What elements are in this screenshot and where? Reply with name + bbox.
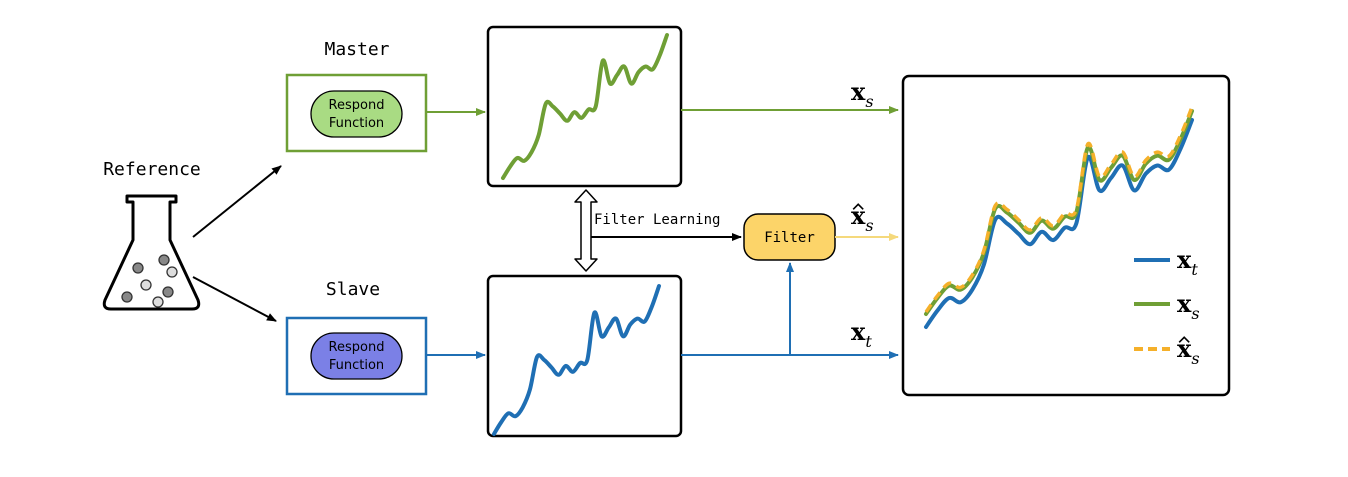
master-label: Master	[324, 39, 389, 60]
slave-fn-line2: Function	[329, 358, 384, 373]
legend-label: xs	[1177, 289, 1200, 323]
xs-signal-label: xs	[851, 77, 874, 111]
comparison-xt-curve	[924, 118, 1194, 329]
xs-hat-signal-label: xs	[851, 201, 874, 235]
math-base: x	[851, 77, 866, 106]
slave-respond-function	[310, 332, 403, 380]
math-subscript: s	[865, 92, 873, 111]
math-subscript: t	[865, 332, 872, 351]
master-respond-function	[310, 90, 403, 138]
legend-label: xt	[1177, 245, 1198, 279]
math-base: x	[1177, 289, 1192, 318]
math-subscript: s	[1191, 349, 1199, 368]
hat-accent	[852, 203, 864, 210]
slave-plot-frame	[486, 274, 683, 438]
math-base: x	[851, 317, 866, 346]
master-signal-curve	[501, 33, 669, 180]
master-fn-line2: Function	[329, 116, 384, 131]
comparison-plot-frame	[901, 74, 1231, 397]
svg-text:xs: xs	[851, 77, 874, 111]
slave-fn-line1: Respond	[329, 340, 385, 355]
svg-text:xt: xt	[1177, 245, 1198, 279]
legend-label: xs	[1177, 334, 1200, 368]
filter-learning-label: Filter Learning	[594, 212, 720, 228]
master-fn-line1: Respond	[329, 98, 385, 113]
math-subscript: s	[1191, 304, 1199, 323]
svg-text:xt: xt	[851, 317, 872, 351]
svg-text:xs: xs	[851, 201, 874, 235]
math-subscript: t	[1191, 260, 1198, 279]
slave-signal-curve	[492, 284, 661, 436]
filter-learning-double-arrow	[574, 189, 598, 272]
xt-signal-label: xt	[851, 317, 872, 351]
flask-icon	[102, 194, 201, 311]
svg-text:xs: xs	[1177, 289, 1200, 323]
comparison-xs-hat-curve	[924, 106, 1194, 314]
slave-label: Slave	[326, 279, 380, 300]
reference-label: Reference	[103, 159, 201, 180]
master-plot-frame	[486, 25, 683, 188]
math-subscript: s	[865, 216, 873, 235]
hat-accent	[1178, 336, 1190, 343]
reference-to-slave-arrow	[192, 276, 277, 322]
reference-to-master-arrow	[192, 165, 282, 238]
math-base: x	[1177, 245, 1192, 274]
filter-label: Filter	[764, 230, 815, 246]
